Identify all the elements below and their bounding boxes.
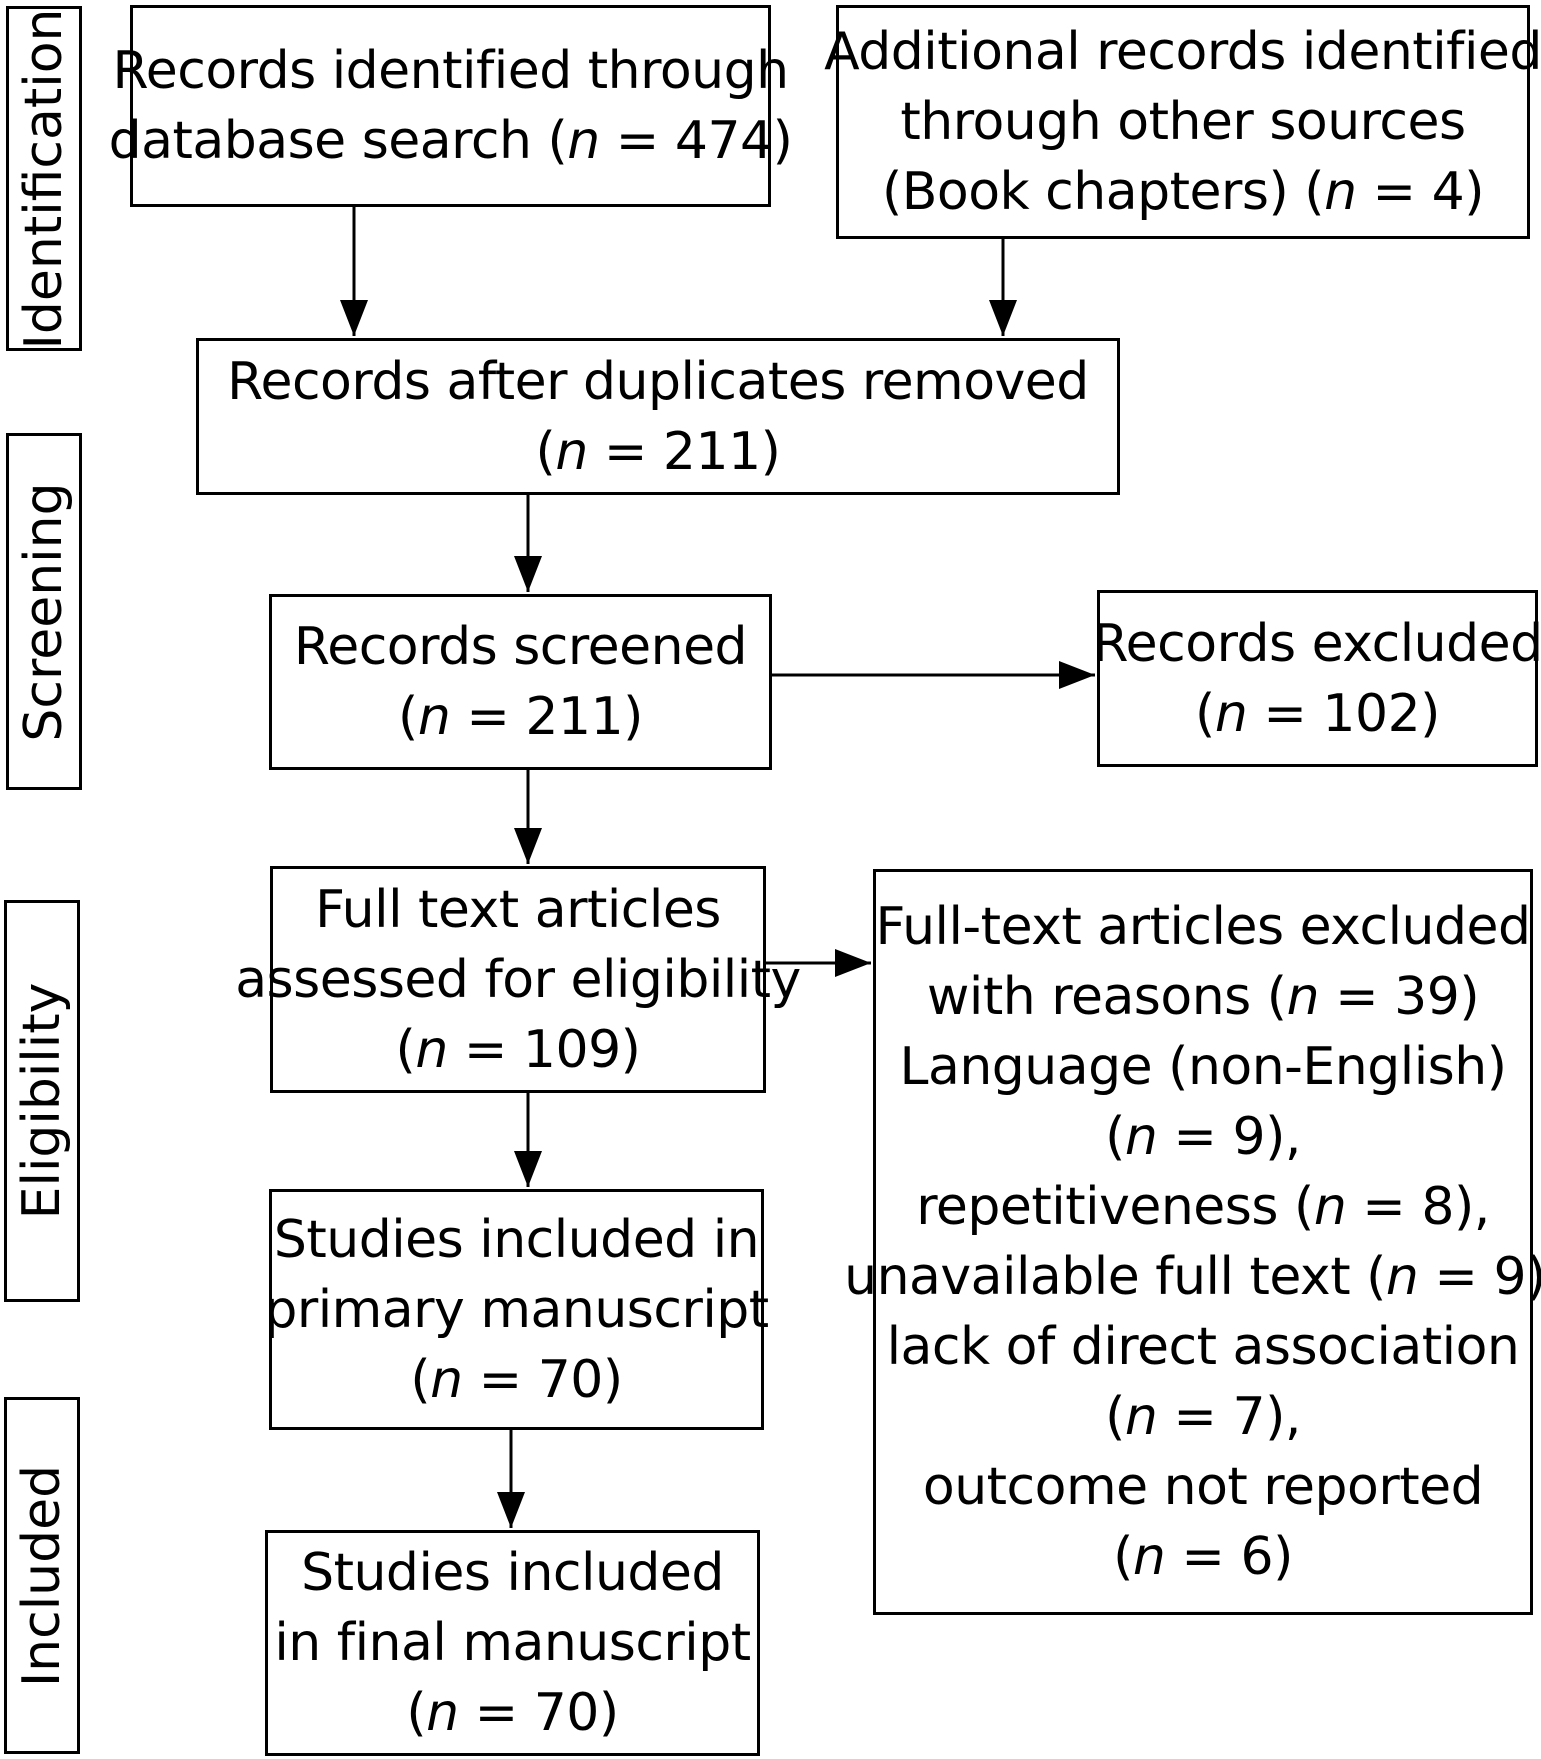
box-line: outcome not reported bbox=[922, 1457, 1484, 1517]
box-line: Records excluded bbox=[1092, 613, 1541, 674]
box-line: Records screened bbox=[293, 617, 748, 677]
full-text-excluded-box: Full-text articles excluded with reasons… bbox=[844, 869, 1541, 1615]
studies-primary-manuscript-box: Studies included in primary manuscript (… bbox=[264, 1189, 769, 1430]
phase-eligibility: Eligibility bbox=[4, 900, 80, 1302]
box-line: unavailable full text (n = 9), bbox=[844, 1247, 1541, 1307]
arrowhead bbox=[514, 1151, 542, 1187]
box-line: Studies included in bbox=[273, 1209, 760, 1270]
box-line: (n = 70) bbox=[410, 1349, 623, 1410]
box-line: primary manuscript bbox=[264, 1279, 769, 1340]
records-other-sources-box: Additional records identified through ot… bbox=[824, 5, 1541, 239]
box-line: (n = 211) bbox=[398, 687, 643, 747]
box-line: Additional records identified bbox=[824, 22, 1541, 82]
box-line: (n = 211) bbox=[535, 421, 781, 482]
box-line: Records after duplicates removed bbox=[227, 351, 1089, 412]
box-line: with reasons (n = 39) bbox=[926, 967, 1480, 1027]
phase-included: Included bbox=[4, 1397, 80, 1754]
box-line: (n = 102) bbox=[1195, 683, 1440, 744]
arrowhead bbox=[514, 556, 542, 592]
arrowhead bbox=[514, 828, 542, 864]
records-database-search-box: Records identified through database sear… bbox=[109, 5, 793, 207]
box-line: Language (non-English) bbox=[899, 1037, 1507, 1097]
studies-final-manuscript-box: Studies included in final manuscript (n … bbox=[265, 1530, 760, 1756]
records-excluded-box: Records excluded (n = 102) bbox=[1092, 590, 1541, 767]
box-line: database search (n = 474) bbox=[108, 111, 793, 171]
box-line: Full-text articles excluded bbox=[875, 897, 1532, 957]
box-line: (Book chapters) (n = 4) bbox=[881, 162, 1485, 222]
box-line: (n = 70) bbox=[406, 1683, 619, 1743]
phase-identification: Identification bbox=[6, 6, 82, 351]
records-screened-box: Records screened (n = 211) bbox=[269, 594, 772, 770]
box-line: in final manuscript bbox=[274, 1613, 751, 1673]
box-line: Records identified through bbox=[112, 41, 789, 101]
arrowhead bbox=[989, 300, 1017, 336]
box-line: (n = 6) bbox=[1113, 1527, 1293, 1587]
arrowhead bbox=[835, 949, 871, 977]
arrowhead bbox=[340, 300, 368, 336]
box-line: lack of direct association bbox=[886, 1317, 1520, 1377]
box-line: through other sources bbox=[900, 92, 1466, 152]
box-line: (n = 7), bbox=[1105, 1387, 1301, 1447]
full-text-assessed-box: Full text articles assessed for eligibil… bbox=[235, 866, 801, 1093]
records-duplicates-removed-box: Records after duplicates removed (n = 21… bbox=[196, 338, 1120, 495]
box-line: assessed for eligibility bbox=[235, 949, 801, 1010]
box-line: (n = 9), bbox=[1105, 1107, 1301, 1167]
box-line: Full text articles bbox=[315, 879, 721, 940]
arrowhead bbox=[1059, 661, 1095, 689]
box-line: Studies included bbox=[301, 1543, 724, 1603]
box-line: repetitiveness (n = 8), bbox=[916, 1177, 1490, 1237]
box-line: (n = 109) bbox=[395, 1019, 641, 1080]
arrowhead bbox=[497, 1492, 525, 1528]
phase-screening: Screening bbox=[6, 433, 82, 790]
